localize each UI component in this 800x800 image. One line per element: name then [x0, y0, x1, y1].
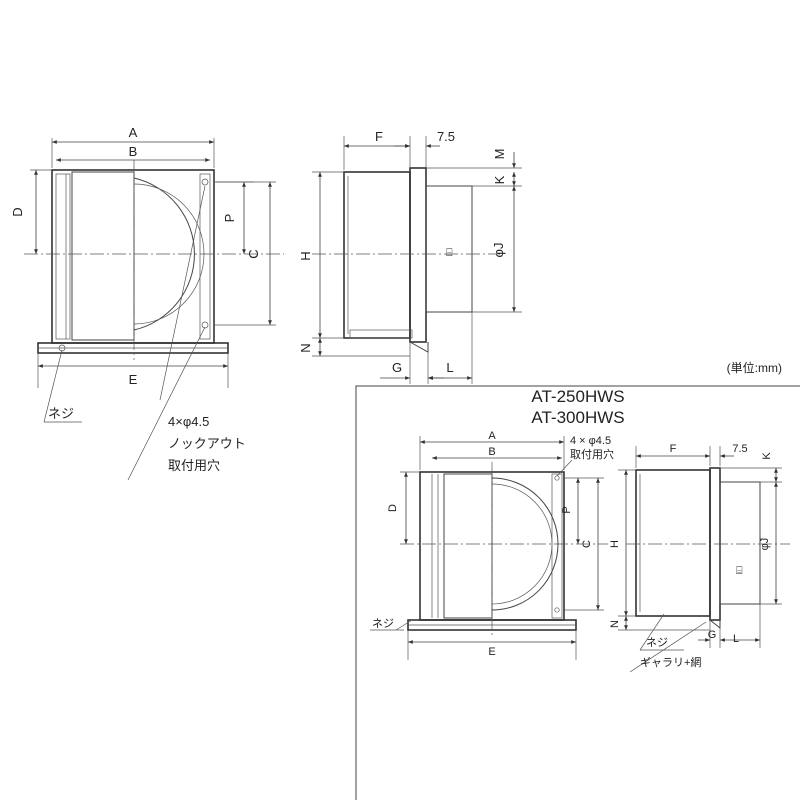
- svg-text:⌸: ⌸: [736, 565, 743, 577]
- side-duct: [425, 185, 473, 313]
- dim-label-G: G: [392, 360, 402, 375]
- model-name-1: AT-250HWS: [531, 387, 624, 406]
- main-front-view: A B D P C E ネジ 4×φ4.5 ノックアウト 取付用穴: [10, 125, 284, 481]
- side-screw-mark: ⌸: [446, 247, 453, 259]
- sub-screw-label: ネジ: [372, 617, 394, 630]
- dim-label-B: B: [129, 144, 138, 159]
- knockout-line2: ノックアウト: [168, 436, 246, 451]
- sub-side-view: ⌸ F 7.5 K φJ H N: [609, 443, 790, 673]
- side-body-outline: [343, 171, 411, 339]
- dim-label-M: M: [492, 149, 507, 160]
- front-side-panel: [199, 173, 211, 340]
- dim-label-A: A: [129, 125, 138, 140]
- sub-dim-label-C: C: [581, 540, 593, 548]
- sub-dim-label-E: E: [488, 646, 495, 658]
- side-flange: [409, 167, 427, 343]
- model-name-2: AT-300HWS: [531, 408, 624, 427]
- sub-mount-hole: [554, 607, 560, 613]
- sub-panel: AT-250HWS AT-300HWS A B: [355, 385, 800, 800]
- sub-dim-label-B: B: [488, 446, 495, 458]
- sub-side-duct: [719, 481, 761, 605]
- dim-label-L: L: [446, 360, 453, 375]
- dim-label-D: D: [10, 207, 25, 216]
- side-gallery: [349, 329, 413, 339]
- sub-dim-label-D: D: [387, 504, 399, 512]
- front-frame-inner: [55, 173, 71, 340]
- mesh-half-circle: [133, 177, 195, 331]
- sub-hole-line1: 4 × φ4.5: [570, 435, 611, 447]
- sub-dim-label-L: L: [733, 633, 739, 645]
- knockout-hole: [201, 178, 209, 186]
- knockout-leader-1: [127, 326, 206, 481]
- sub-dim-label-G: G: [708, 629, 717, 641]
- sub-panel-border: [355, 385, 800, 800]
- dim-label-N: N: [298, 343, 313, 352]
- dim-label-7-5: 7.5: [437, 129, 455, 144]
- knockout-hole: [201, 321, 209, 329]
- sub-side-gallery-label: ギャラリ+網: [640, 655, 701, 669]
- front-opening-panel: [71, 171, 135, 341]
- knockout-leader-2: [159, 185, 206, 401]
- dim-label-H: H: [298, 251, 313, 260]
- sub-mount-hole: [554, 475, 560, 481]
- sub-side-body: [635, 469, 711, 617]
- side-bottom-lip: [409, 341, 429, 353]
- knockout-line1: 4×φ4.5: [168, 414, 209, 429]
- sub-dim-label-H: H: [609, 540, 621, 548]
- front-body-outline: [51, 169, 215, 344]
- screw-label: ネジ: [48, 406, 74, 421]
- screw-leader: [43, 349, 63, 423]
- unit-note: (単位:mm): [727, 360, 782, 375]
- main-side-view: ⌸ F 7.5 M K φJ H N: [298, 129, 522, 384]
- sub-dim-label-F: F: [670, 443, 677, 455]
- knockout-line3: 取付用穴: [168, 458, 220, 473]
- sub-dim-label-7-5: 7.5: [732, 443, 747, 455]
- dim-label-phiJ: φJ: [491, 243, 506, 258]
- sub-front-view: A B D P C E 4 × φ4.5 取付用穴: [370, 430, 614, 660]
- sub-hole-line2: 取付用穴: [570, 447, 614, 461]
- sub-dim-label-P: P: [561, 506, 573, 513]
- dim-label-P: P: [222, 214, 237, 223]
- sub-dim-label-A: A: [488, 430, 496, 442]
- sub-dim-label-K: K: [761, 452, 773, 460]
- dim-label-E: E: [129, 372, 138, 387]
- dim-label-C: C: [246, 249, 261, 258]
- dim-label-F: F: [375, 129, 383, 144]
- sub-side-screw-label: ネジ: [646, 636, 668, 649]
- sub-dim-label-phiJ: φJ: [759, 538, 771, 551]
- dim-label-K: K: [492, 175, 507, 184]
- sub-dim-label-N: N: [609, 620, 621, 628]
